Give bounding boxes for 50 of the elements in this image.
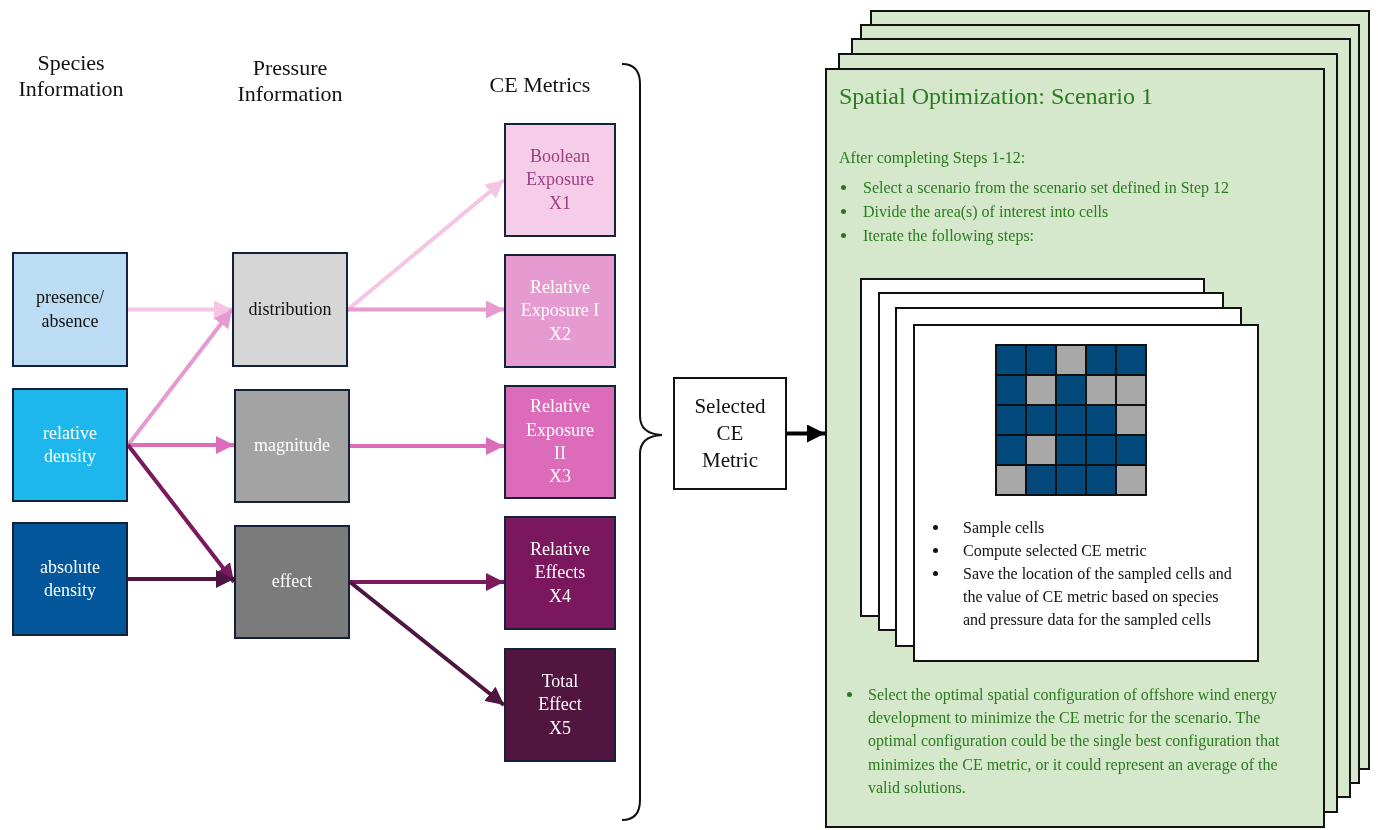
iteration-card xyxy=(913,324,1259,662)
metric-box xyxy=(504,123,616,237)
arrow xyxy=(128,436,234,454)
column-header: Pressure Information xyxy=(236,55,344,108)
box-label: distribution xyxy=(248,297,332,321)
box-label: Relative Effects xyxy=(529,537,591,585)
box-label: X1 xyxy=(549,191,571,215)
box-label: X3 xyxy=(549,465,571,489)
species-box xyxy=(12,252,128,367)
arrow xyxy=(350,573,504,591)
bullet-item: Save the location of the sampled cells and the value of CE metric based on species and pressure data for the sampled cells xyxy=(963,564,1233,631)
box-label: Selected CE Metric xyxy=(693,392,767,475)
arrow xyxy=(348,300,504,319)
selected-metric-box xyxy=(673,377,787,490)
card-title: Spatial Optimization: Scenario 1 xyxy=(839,82,1154,111)
pressure-box xyxy=(234,389,350,503)
column-header: Species Information xyxy=(17,50,125,103)
box-label: Relative Exposure I xyxy=(520,275,600,323)
box-label: X5 xyxy=(549,716,571,740)
box-label: Relative Exposure II xyxy=(525,395,595,465)
metric-box xyxy=(504,516,616,630)
box-label: absolute density xyxy=(39,555,101,602)
box-label: effect xyxy=(271,570,313,594)
arrow xyxy=(350,437,504,455)
bullet-item: Divide the area(s) of interest into cells xyxy=(863,202,1110,223)
pressure-box xyxy=(232,252,348,367)
pressure-box xyxy=(234,525,350,639)
bullet-item: Select the optimal spatial configuration of offshore wind energy development to minimize the CE metric for the scenario. The optimal configuration could be the single best configuration that minimizes the CE metric, or it could represent an average of the valid solutions. xyxy=(868,685,1281,798)
arrow xyxy=(128,570,234,588)
arrow xyxy=(128,300,232,319)
box-label: relative density xyxy=(42,421,98,468)
column-header: CE Metrics xyxy=(488,72,592,99)
arrow xyxy=(787,424,825,443)
metric-box xyxy=(504,385,616,499)
box-label: Boolean Exposure xyxy=(525,144,595,192)
metric-box xyxy=(504,648,616,762)
metric-box xyxy=(504,254,616,368)
bullet-item: Iterate the following steps: xyxy=(863,226,1036,247)
scenario-card xyxy=(825,68,1325,828)
box-label: X2 xyxy=(549,322,571,346)
bullet-item: Sample cells xyxy=(963,518,1046,539)
species-box xyxy=(12,388,128,502)
card-text: After completing Steps 1-12: xyxy=(839,148,1027,169)
bullet-item: Compute selected CE metric xyxy=(963,541,1148,562)
bullet-item: Select a scenario from the scenario set defined in Step 12 xyxy=(863,178,1231,199)
species-box xyxy=(12,522,128,636)
box-label: Total Effect xyxy=(537,669,583,717)
box-label: presence/ absence xyxy=(35,286,105,333)
box-label: magnitude xyxy=(254,434,330,458)
box-label: X4 xyxy=(549,584,571,608)
